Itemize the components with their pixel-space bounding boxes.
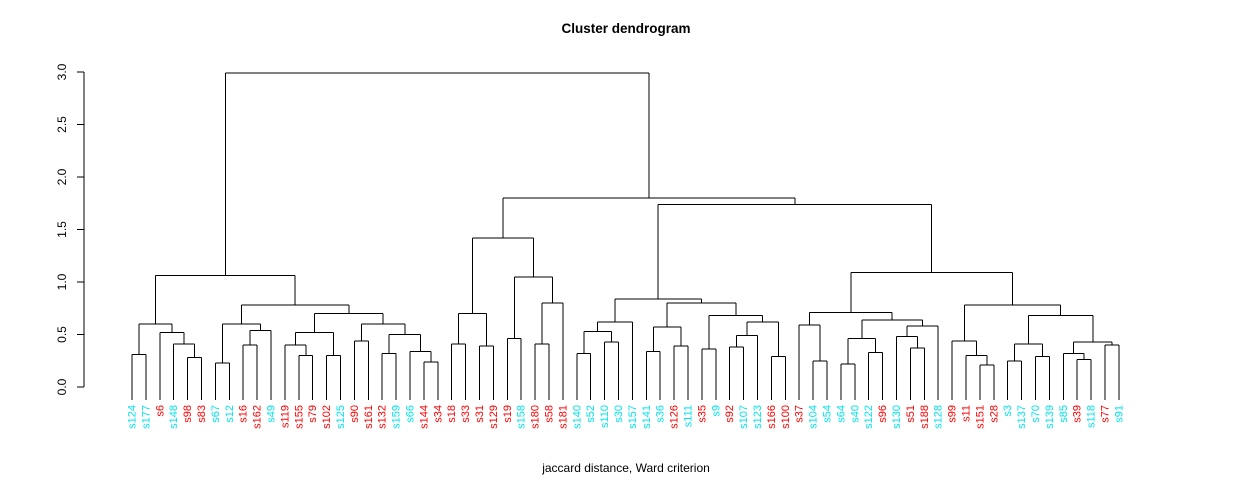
leaf-label: s181 [557,405,569,429]
leaf-label: s40 [849,405,861,423]
leaf-label: s39 [1072,405,1084,423]
leaf-label: s6 [154,405,166,417]
leaf-label: s58 [544,405,556,423]
y-tick-label: 2.0 [55,168,69,185]
leaf-label: s18 [446,405,458,423]
leaf-label: s148 [168,405,180,429]
leaf-label: s30 [613,405,625,423]
leaf-label: s159 [391,405,403,429]
leaf-label: s144 [418,405,430,429]
leaf-label: s157 [627,405,639,429]
leaf-label: s124 [127,405,139,429]
leaf-label: s111 [683,405,695,427]
leaf-label: s162 [252,405,264,429]
leaf-label: s67 [210,405,222,423]
leaf-label: s155 [293,405,305,429]
leaf-label: s19 [502,405,514,423]
leaf-label: s12 [224,405,236,423]
leaf-label: s3 [1002,405,1014,417]
y-tick-label: 1.0 [55,273,69,290]
leaf-label: s158 [516,405,528,429]
leaf-label: s11 [961,405,973,422]
leaf-label: s70 [1030,405,1042,423]
leaf-label: s31 [474,405,486,423]
leaf-label: s37 [794,405,806,423]
leaf-label: s128 [933,405,945,429]
leaf-label: s119 [279,405,291,428]
leaf-label: s140 [571,405,583,429]
leaf-label: s118 [1086,405,1098,428]
dendrogram-tree [131,72,1120,400]
leaf-label: s129 [488,405,500,429]
leaf-label: s51 [905,405,917,423]
leaf-label: s16 [238,405,250,423]
leaf-label: s139 [1044,405,1056,429]
leaf-label: s90 [349,405,361,423]
leaf-label: s35 [696,405,708,423]
leaf-label: s96 [877,405,889,423]
leaf-label: s166 [766,405,778,429]
chart-title: Cluster dendrogram [561,21,691,36]
leaf-label: s66 [405,405,417,423]
leaf-label: s126 [669,405,681,429]
leaf-label: s99 [947,405,959,423]
leaf-label: s123 [752,405,764,429]
leaf-label: s54 [822,405,834,423]
leaf-label: s28 [988,405,1000,423]
leaf-label: s91 [1113,405,1125,423]
leaf-label: s36 [655,405,667,423]
y-tick-label: 1.5 [55,221,69,238]
leaf-label: s52 [585,405,597,423]
leaf-label: s137 [1016,405,1028,429]
y-tick-label: 2.5 [55,116,69,133]
leaf-label: s110 [599,405,611,428]
leaf-label: s33 [460,405,472,423]
leaf-label: s180 [530,405,542,429]
leaf-label: s130 [891,405,903,429]
leaf-label: s98 [182,405,194,423]
leaf-label: s151 [974,405,986,429]
leaf-label: s77 [1100,405,1112,423]
leaf-label: s107 [738,405,750,429]
leaf-label: s34 [432,405,444,423]
leaf-label: s104 [808,405,820,429]
leaf-label: s188 [919,405,931,429]
leaf-label: s102 [321,405,333,429]
leaf-label: s141 [641,405,653,429]
leaf-label: s92 [724,405,736,423]
leaf-label: s161 [363,405,375,429]
leaf-label: s122 [863,405,875,429]
leaf-label: s125 [335,405,347,429]
leaf-label: s100 [780,405,792,429]
y-axis: 0.0 0.5 1.0 1.5 2.0 2.5 3.0 [55,63,85,395]
leaf-label: s49 [266,405,278,423]
leaf-label: s64 [835,405,847,423]
leaf-label: s83 [196,405,208,423]
y-tick-label: 0.0 [55,378,69,395]
x-axis-label: jaccard distance, Ward criterion [542,461,710,475]
leaf-label: s132 [377,405,389,429]
leaf-label: s177 [140,405,152,429]
leaf-label: s79 [307,405,319,423]
leaf-label: s9 [710,405,722,417]
leaf-label: s85 [1058,405,1070,423]
y-tick-label: 3.0 [55,63,69,80]
y-tick-label: 0.5 [55,326,69,343]
